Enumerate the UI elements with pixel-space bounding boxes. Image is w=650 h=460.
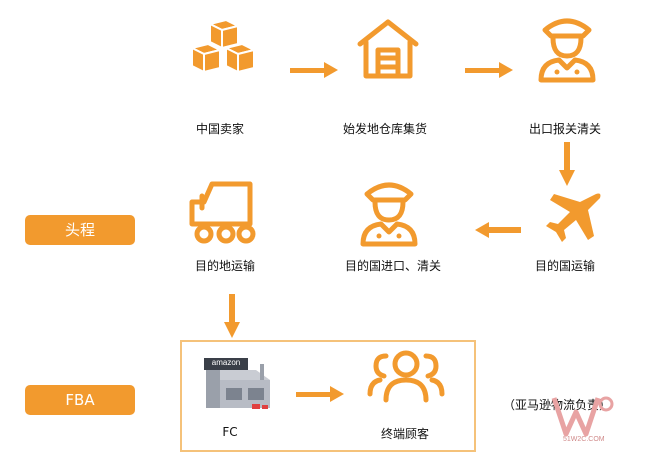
step-local-transport-label: 目的地运输 xyxy=(194,259,255,273)
customs-officer-icon xyxy=(360,182,418,247)
step-customer-label: 终端顾客 xyxy=(380,427,429,441)
step-import-label: 目的国进口、清关 xyxy=(344,259,441,273)
arrow-down-icon xyxy=(559,142,575,186)
step-dest-transport-label: 目的国运输 xyxy=(534,259,595,273)
arrow-right-icon xyxy=(465,62,513,78)
step-warehouse-label: 始发地仓库集货 xyxy=(342,122,427,136)
fc-sign-text: amazon xyxy=(211,358,241,367)
airplane-icon xyxy=(546,193,601,242)
fulfillment-center-icon xyxy=(204,358,270,409)
phase-tag-head: 头程 xyxy=(25,215,135,245)
phase-tag-fba: FBA xyxy=(25,385,135,415)
step-fc-label: FC xyxy=(222,425,238,439)
watermark-logo xyxy=(550,390,620,450)
customs-officer-icon xyxy=(538,18,596,83)
fba-area-box xyxy=(180,340,476,452)
step-export-label: 出口报关清关 xyxy=(528,122,601,136)
arrow-down-icon xyxy=(224,294,240,338)
boxes-icon xyxy=(191,20,255,73)
truck-icon xyxy=(189,181,256,244)
watermark-sub: 51W2C.COM xyxy=(563,436,605,443)
arrow-right-icon xyxy=(296,386,344,402)
step-seller-label: 中国卖家 xyxy=(195,122,244,136)
watermark-icon xyxy=(551,396,614,437)
arrow-right-icon xyxy=(290,62,338,78)
customers-icon xyxy=(367,350,445,403)
warehouse-icon xyxy=(357,19,419,79)
arrow-left-icon xyxy=(475,222,521,238)
